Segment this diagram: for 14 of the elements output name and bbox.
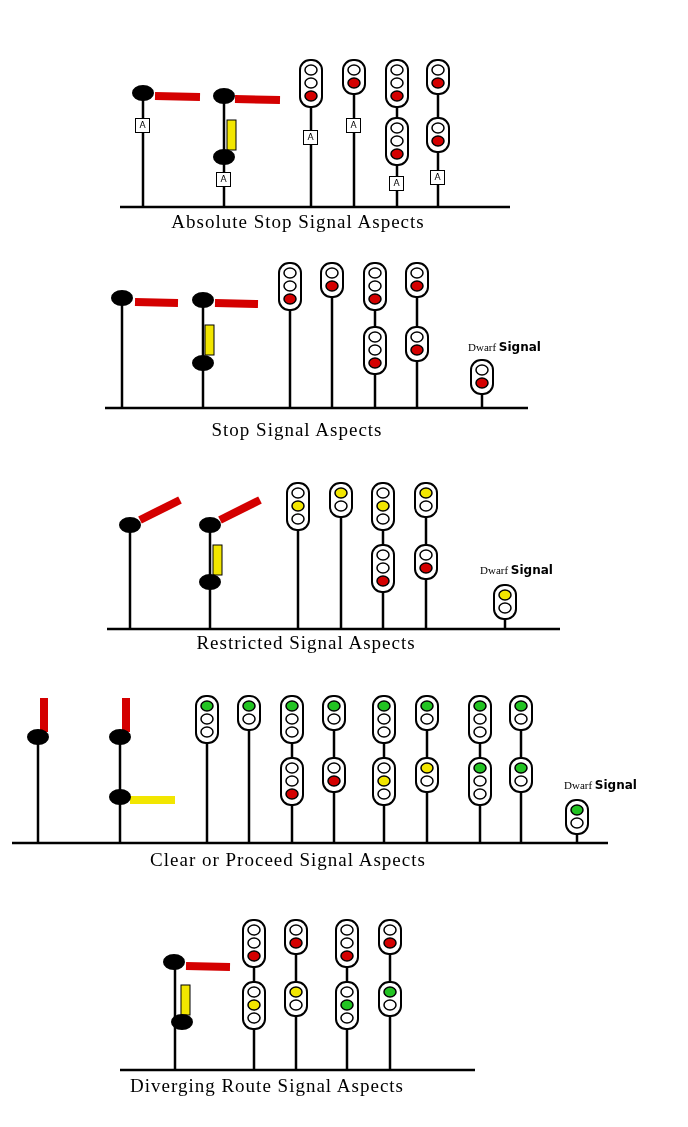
signal-plate: A — [216, 172, 231, 187]
dwarf-signal-label: Dwarf Signal — [468, 340, 541, 354]
signal-plate: A — [389, 176, 404, 191]
dwarf-signal-label: Dwarf Signal — [480, 563, 553, 577]
dwarf-signal-label: Dwarf Signal — [564, 778, 637, 792]
section-heading: Restricted Signal Aspects — [196, 632, 416, 654]
signal-plate: A — [430, 170, 445, 185]
signal-plate: A — [303, 130, 318, 145]
section-heading: Diverging Route Signal Aspects — [130, 1075, 404, 1097]
section-heading: Stop Signal Aspects — [211, 419, 383, 441]
signal-plate: A — [135, 118, 150, 133]
section-heading: Clear or Proceed Signal Aspects — [150, 849, 426, 871]
section-heading: Absolute Stop Signal Aspects — [171, 211, 425, 233]
signal-plate: A — [346, 118, 361, 133]
